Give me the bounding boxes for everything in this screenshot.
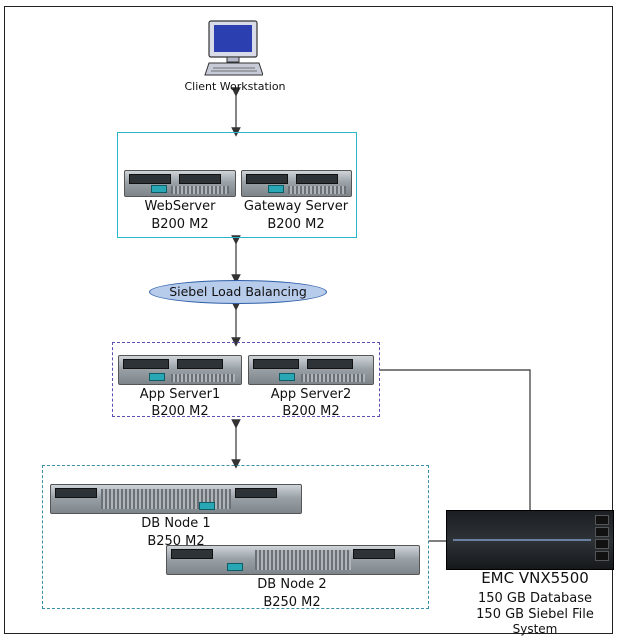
gateway-server-name: Gateway Server — [243, 199, 349, 214]
webserver-model: B200 M2 — [151, 217, 209, 232]
app-tier-group — [112, 342, 380, 417]
web-tier-group — [117, 132, 357, 238]
gateway-server-blade — [241, 170, 352, 197]
db-node1-blade — [50, 484, 302, 514]
app-server2-blade — [248, 355, 374, 385]
siebel-load-balancing: Siebel Load Balancing — [149, 280, 327, 304]
webserver-blade — [124, 170, 236, 197]
app-server2-model: B200 M2 — [282, 404, 340, 419]
client-workstation-label: Client Workstation — [184, 80, 286, 93]
webserver-name: WebServer — [144, 199, 216, 214]
storage-line-3: System — [512, 622, 558, 636]
db-node2-blade — [166, 545, 420, 575]
app-server1-blade — [118, 355, 242, 385]
diagram-frame — [4, 6, 613, 634]
storage-line-2: 150 GB Siebel File — [476, 607, 594, 622]
workstation-icon — [204, 20, 263, 76]
app-storage-link — [380, 369, 531, 510]
app-server1-model: B200 M2 — [151, 404, 209, 419]
db-node2-model: B250 M2 — [263, 595, 321, 610]
app-server1-name: App Server1 — [139, 387, 221, 402]
db-node1-name: DB Node 1 — [141, 516, 211, 531]
app-server2-name: App Server2 — [270, 387, 352, 402]
storage-line-1: 150 GB Database — [477, 591, 593, 606]
gateway-server-model: B200 M2 — [267, 217, 325, 232]
emc-storage-array — [446, 510, 614, 570]
db-tier-group — [42, 465, 429, 609]
db-node2-name: DB Node 2 — [257, 577, 327, 592]
storage-name: EMC VNX5500 — [481, 569, 589, 587]
